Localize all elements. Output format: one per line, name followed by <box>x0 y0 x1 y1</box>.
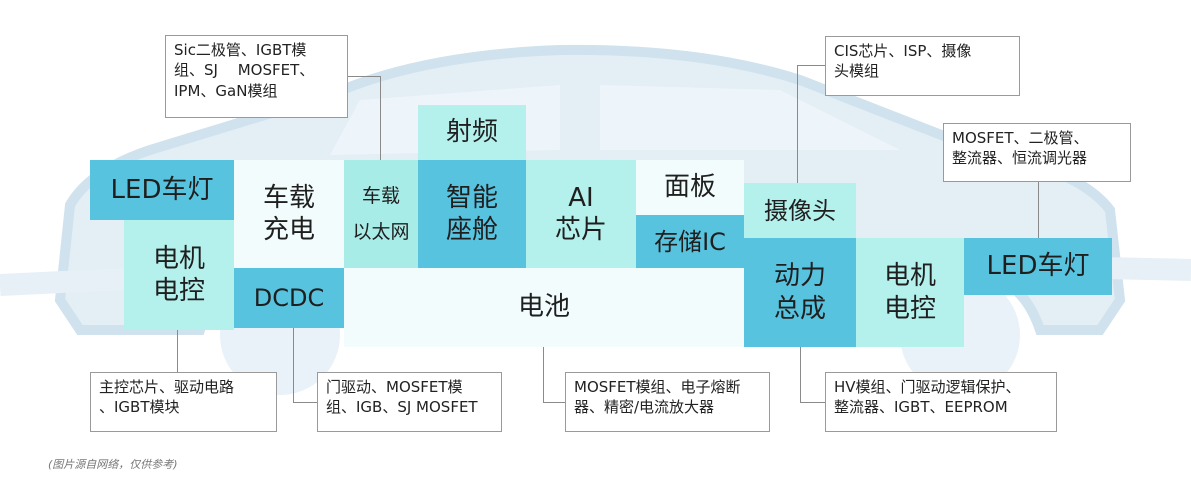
annotation-bottom-4: HV模组、门驱动逻辑保护、 整流器、IGBT、EEPROM <box>825 372 1057 432</box>
block-camera: 摄像头 <box>744 183 856 238</box>
leader-line <box>797 65 825 66</box>
leader-line <box>800 347 801 402</box>
block-panel: 面板 <box>636 160 744 215</box>
block-dcdc: DCDC <box>234 268 344 328</box>
annotation-bottom-2: 门驱动、MOSFET模 组、IGB、SJ MOSFET <box>317 372 502 432</box>
leader-line <box>797 65 798 183</box>
annotation-bottom-1: 主控芯片、驱动电路 、IGBT模块 <box>90 372 277 432</box>
leader-line <box>293 402 317 403</box>
block-storage-ic: 存储IC <box>636 215 744 268</box>
leader-line <box>800 402 825 403</box>
block-motor-control-left: 电机 电控 <box>124 220 234 330</box>
leader-line <box>1038 180 1039 238</box>
leader-line <box>543 347 544 402</box>
leader-line <box>380 76 381 160</box>
block-rf: 射频 <box>418 105 526 160</box>
block-onboard-ethernet: 车载 以太网 <box>344 160 418 268</box>
annotation-top-mid: CIS芯片、ISP、摄像 头模组 <box>825 36 1020 96</box>
leader-line <box>346 76 381 77</box>
leader-line <box>293 328 294 402</box>
annotation-top-right: MOSFET、二极管、 整流器、恒流调光器 <box>943 123 1131 182</box>
block-ai-chip: AI 芯片 <box>526 160 636 268</box>
leader-line <box>543 402 565 403</box>
leader-line <box>177 330 178 402</box>
block-smart-cockpit: 智能 座舱 <box>418 160 526 268</box>
block-led-left: LED车灯 <box>90 160 234 220</box>
block-battery: 电池 <box>344 268 744 347</box>
block-powertrain: 动力 总成 <box>744 238 856 347</box>
source-footnote: (图片源自网络，仅供参考) <box>48 458 178 471</box>
block-onboard-charging: 车载 充电 <box>234 160 344 268</box>
block-led-right: LED车灯 <box>964 238 1112 295</box>
block-motor-control-right: 电机 电控 <box>856 238 964 347</box>
annotation-top-left: Sic二极管、IGBT模 组、SJ MOSFET、 IPM、GaN模组 <box>165 35 348 118</box>
annotation-bottom-3: MOSFET模组、电子熔断 器、精密/电流放大器 <box>565 372 770 432</box>
